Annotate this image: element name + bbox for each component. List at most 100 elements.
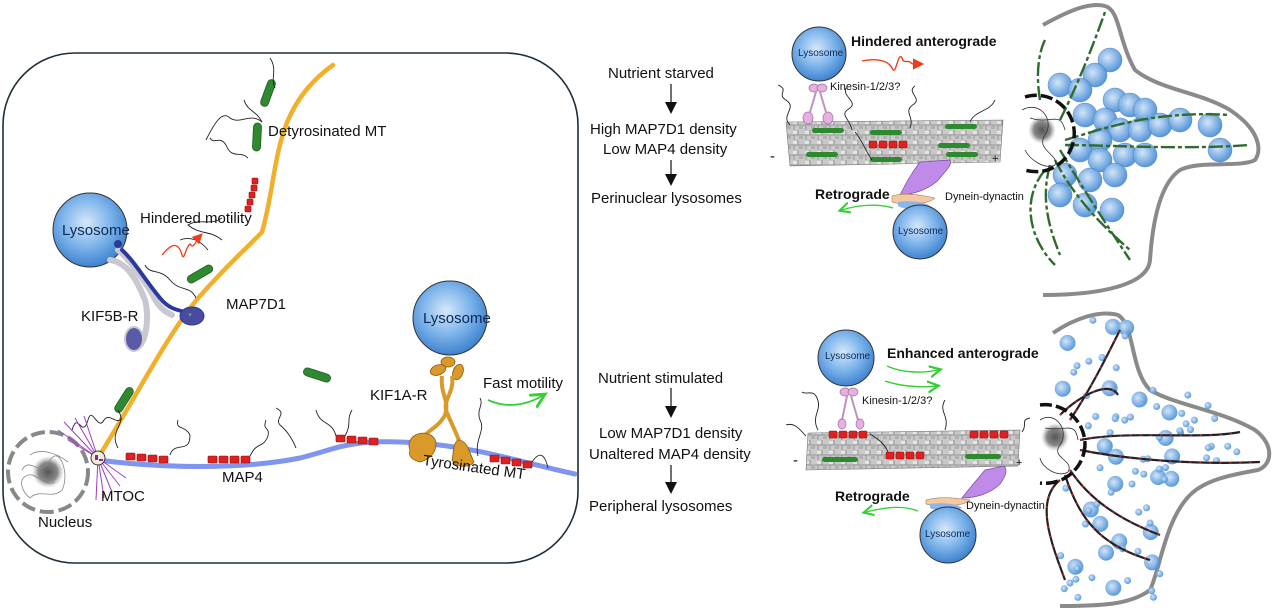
lysosome bbox=[1074, 593, 1082, 601]
lysosome bbox=[1092, 412, 1100, 420]
lysosome-kif1a bbox=[412, 280, 488, 356]
enhanced-anterograde-arrow-2 bbox=[884, 380, 936, 387]
lysosome bbox=[1087, 147, 1113, 173]
map-tails bbox=[71, 57, 549, 469]
cell-outline bbox=[1042, 3, 1261, 297]
lysosome bbox=[1104, 318, 1121, 335]
fast-motility-label: Fast motility bbox=[483, 375, 564, 392]
lysosome bbox=[1105, 579, 1122, 596]
top-transport-panel bbox=[665, 26, 1004, 260]
lysosome bbox=[1070, 368, 1078, 376]
retrograde-arrow bbox=[842, 205, 894, 210]
hindered-anterograde-arrow bbox=[861, 55, 925, 71]
lysosome bbox=[1153, 403, 1161, 410]
lysosome bbox=[1187, 426, 1194, 434]
map4-squares bbox=[125, 434, 533, 469]
lysosome bbox=[1124, 577, 1132, 584]
lysosome bbox=[1149, 386, 1157, 394]
lysosome bbox=[1088, 574, 1096, 582]
map4-squares bbox=[828, 430, 1009, 460]
cell-perinuclear bbox=[1021, 3, 1261, 297]
lysosome bbox=[1157, 430, 1174, 446]
lysosome bbox=[1098, 354, 1106, 361]
lysosome bbox=[1224, 442, 1232, 450]
lysosome bbox=[1190, 416, 1198, 424]
lysosome bbox=[1060, 585, 1068, 593]
lysosome bbox=[1047, 182, 1073, 208]
cell-nucleus bbox=[1021, 93, 1077, 174]
lysosome bbox=[1121, 416, 1129, 424]
lysosome bbox=[1084, 422, 1092, 430]
microtubule bbox=[1029, 169, 1056, 266]
hindered-motility-arrow bbox=[161, 233, 203, 258]
lysosome bbox=[1112, 364, 1120, 372]
microtubule bbox=[1079, 448, 1261, 464]
cell-microtubules bbox=[1045, 329, 1261, 581]
map4-squares bbox=[868, 140, 908, 149]
map7d1-label: MAP7D1 bbox=[226, 296, 287, 313]
lysosome bbox=[1211, 415, 1219, 422]
lysosome bbox=[1107, 488, 1115, 496]
bottom-transport-panel bbox=[665, 329, 1031, 564]
lysosome bbox=[1062, 484, 1070, 492]
lysosome bbox=[1085, 507, 1093, 515]
lysosome bbox=[1160, 475, 1168, 483]
lysosome bbox=[1135, 508, 1143, 516]
kinesin-label: Kinesin-1/2/3? bbox=[830, 81, 901, 93]
left-panel: * bbox=[2, 52, 579, 564]
dynein-dynactin bbox=[891, 159, 951, 209]
lysosome bbox=[1203, 454, 1210, 462]
plus-end-label: + bbox=[1016, 457, 1023, 469]
flow-step-map4: Low MAP4 density bbox=[603, 141, 728, 158]
microtubule bbox=[1058, 149, 1131, 261]
fast-motility-arrow bbox=[487, 396, 542, 405]
microtubule bbox=[1064, 143, 1251, 149]
anterograde-label: Hindered anterograde bbox=[851, 33, 997, 49]
lysosome bbox=[1066, 579, 1074, 587]
lysosome-label: Lysosome bbox=[423, 310, 491, 327]
map7d1-rods bbox=[822, 454, 1001, 462]
lysosome-kif5b bbox=[52, 192, 128, 268]
hindered-motility-label: Hindered motility bbox=[140, 210, 252, 227]
flow-step-outcome: Perinuclear lysosomes bbox=[591, 190, 742, 207]
kif1a-r-label: KIF1A-R bbox=[370, 387, 428, 404]
lysosome bbox=[1178, 409, 1186, 417]
microtubule bbox=[1064, 113, 1231, 142]
lysosome bbox=[1096, 438, 1113, 455]
lysosome bbox=[1099, 197, 1125, 223]
lysosome bbox=[1162, 464, 1169, 472]
lysosome bbox=[1082, 62, 1108, 88]
lysosome bbox=[1204, 402, 1212, 409]
kinesin-label: Kinesin-1/2/3? bbox=[862, 395, 933, 407]
flow-step-condition: Nutrient starved bbox=[608, 65, 714, 82]
microtubule bbox=[1036, 39, 1047, 101]
minus-end-label: - bbox=[793, 452, 798, 469]
flow-step-outcome: Peripheral lysosomes bbox=[589, 498, 733, 515]
lysosome bbox=[1131, 467, 1139, 475]
anterograde-label: Enhanced anterograde bbox=[887, 345, 1039, 361]
map-tails bbox=[777, 84, 996, 161]
lysosome bbox=[1161, 404, 1178, 421]
lysosome bbox=[1092, 515, 1109, 532]
clustered-lysosomes bbox=[1047, 47, 1233, 223]
flow-step-map4: Unaltered MAP4 density bbox=[589, 446, 751, 463]
lysosome bbox=[1146, 519, 1154, 527]
lysosome bbox=[1107, 475, 1124, 492]
lysosome bbox=[1184, 391, 1192, 399]
lysosome bbox=[1163, 470, 1180, 487]
lysosome bbox=[1149, 593, 1157, 601]
kinesin-motor bbox=[802, 83, 834, 125]
lysosome bbox=[1144, 554, 1161, 571]
lysosome bbox=[1207, 137, 1233, 163]
lysosome bbox=[1102, 162, 1128, 188]
flow-step-map7d1: High MAP7D1 density bbox=[590, 121, 737, 138]
retrograde-label: Retrograde bbox=[815, 186, 890, 202]
mtoc bbox=[57, 415, 127, 501]
plus-end-label: + bbox=[992, 153, 999, 165]
lysosome bbox=[1096, 464, 1104, 472]
lysosome bbox=[1073, 565, 1081, 573]
microtubule bbox=[1053, 159, 1131, 251]
lysosome bbox=[1057, 552, 1065, 560]
cell-peripheral bbox=[1039, 311, 1272, 608]
